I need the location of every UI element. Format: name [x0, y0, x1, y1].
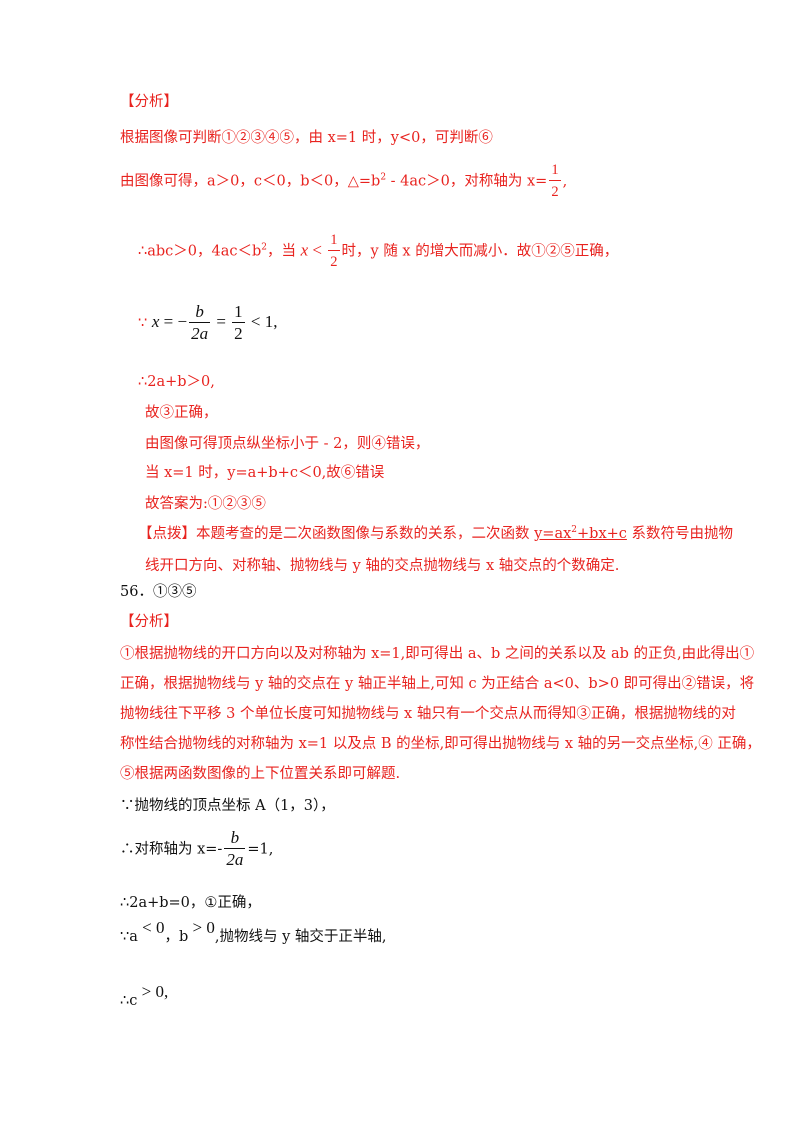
analysis-line: 由图像可得顶点纵坐标小于 - 2，则④错误，: [145, 436, 430, 452]
solution-line: ∴c > 0,: [120, 982, 169, 1009]
analysis-line: 故③正确，: [145, 405, 218, 421]
solution-line: ∴2a+b=0，①正确，: [120, 895, 261, 911]
analysis-line: 当 x=1 时，y=a+b+c＜0,故⑥错误: [145, 465, 385, 481]
tip-line: 【点拨】本题考查的是二次函数图像与系数的关系，二次函数 y=ax2+bx+c 系…: [138, 525, 734, 542]
final-answer: 故答案为:①②③⑤: [145, 496, 266, 512]
tip-heading: 【点拨】: [138, 526, 196, 542]
analysis-paragraph-line: 称性结合抛物线的对称轴为 x=1 以及点 B 的坐标,即可得出抛物线与 x 轴的…: [120, 736, 761, 752]
analysis-heading: 【分析】: [120, 94, 178, 110]
analysis-paragraph-line: 抛物线往下平移 3 个单位长度可知抛物线与 x 轴只有一个交点从而得知③正确，根…: [120, 706, 736, 722]
analysis-heading: 【分析】: [120, 614, 178, 630]
problem-number: 56．①③⑤: [120, 584, 197, 600]
analysis-paragraph-line: ①根据抛物线的开口方向以及对称轴为 x=1,即可得出 a、b 之间的关系以及 a…: [120, 646, 755, 662]
solution-line: ∵a < 0，b > 0,抛物线与 y 轴交于正半轴,: [120, 918, 387, 945]
analysis-line: ∴2a+b＞0,: [138, 374, 215, 390]
analysis-paragraph-line: 正确，根据抛物线与 y 轴的交点在 y 轴正半轴上,可知 c 为正结合 a<0、…: [120, 676, 755, 692]
analysis-line: 根据图像可判断①②③④⑤，由 x=1 时，y<0，可判断⑥: [120, 130, 493, 146]
tip-line: 线开口方向、对称轴、抛物线与 y 轴的交点抛物线与 x 轴交点的个数确定.: [145, 558, 620, 574]
analysis-paragraph-line: ⑤根据两函数图像的上下位置关系即可解题.: [120, 766, 401, 782]
solution-line: ∵抛物线的顶点坐标 A（1，3），: [120, 798, 335, 814]
